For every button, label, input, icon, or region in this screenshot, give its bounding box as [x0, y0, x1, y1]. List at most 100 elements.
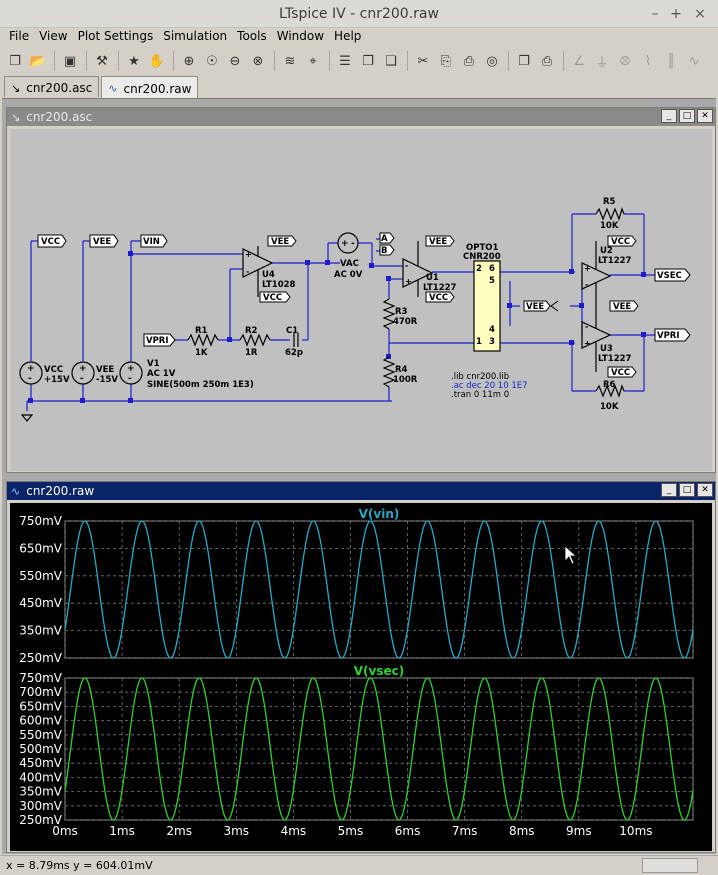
u4-part: LT1028 [262, 280, 296, 290]
find-icon[interactable]: ◎ [486, 53, 498, 69]
x-tick-label: 8ms [509, 824, 535, 838]
y-tick-label: 700mV [19, 685, 63, 699]
opto-pin-5: 5 [489, 276, 495, 286]
menu-file[interactable]: File [9, 29, 30, 43]
x-tick-label: 5ms [338, 824, 364, 838]
waveform-window-titlebar[interactable]: ∿ cnr200.raw [7, 482, 715, 500]
halt-icon[interactable]: ✋ [148, 53, 166, 69]
schematic-icon: ↘ [11, 110, 21, 124]
waveform-minimize-button[interactable]: _ [661, 483, 677, 497]
menu-simulation[interactable]: Simulation [163, 29, 228, 43]
opto-vee-label: VEE [526, 302, 544, 312]
source-polarity: +- +- +- +- [27, 239, 355, 384]
schematic-canvas[interactable]: +- +- +- +- [10, 129, 712, 471]
y-tick-label: 550mV [19, 569, 63, 583]
x-tick-label: 0ms [52, 824, 78, 838]
menu-tools[interactable]: Tools [237, 29, 267, 43]
x-tick-label: 6ms [395, 824, 421, 838]
pan-icon[interactable]: ☉ [206, 53, 218, 69]
opto-name: OPTO1 [466, 243, 498, 253]
svg-text:+: + [341, 239, 349, 249]
toolbar-separator [54, 51, 55, 71]
u1-name: U1 [426, 273, 439, 283]
x-tick-label: 10ms [619, 824, 652, 838]
menu-view[interactable]: View [39, 29, 68, 43]
svg-text:-: - [246, 267, 249, 276]
schematic-window-title: cnr200.asc [26, 110, 93, 124]
vcc-source-name: VCC [44, 365, 63, 375]
plot-pane-frame [64, 520, 694, 659]
print-icon[interactable]: ⎙ [541, 53, 553, 69]
menu-window[interactable]: Window [276, 29, 325, 43]
menu-help[interactable]: Help [334, 29, 362, 43]
svg-text:+: + [584, 339, 591, 348]
schematic-close-button[interactable]: ✕ [697, 109, 713, 123]
u1-vee-label: VEE [429, 237, 447, 247]
close-button[interactable]: × [694, 6, 706, 22]
y-tick-label: 600mV [19, 714, 63, 728]
inductor-icon[interactable]: ∿ [688, 53, 700, 69]
waveform-plot[interactable]: 750mV650mV550mV450mV350mV250mVV(vin)750m… [10, 503, 712, 851]
schematic-restore-button[interactable]: □ [679, 109, 695, 123]
pick-visible-traces-icon[interactable]: ⌖ [309, 53, 317, 69]
x-tick-label: 1ms [109, 824, 135, 838]
y-tick-label: 350mV [19, 785, 63, 799]
ground-icon[interactable]: ⏚ [595, 55, 609, 71]
vee-source-value: -15V [96, 375, 118, 385]
paste-icon[interactable]: ⎙ [463, 53, 475, 69]
status-panel [642, 858, 698, 873]
toolbar-separator [407, 51, 408, 71]
y-tick-label: 400mV [19, 770, 63, 784]
new-schematic-icon[interactable]: ❐ [9, 53, 21, 69]
menu-plot-settings[interactable]: Plot Settings [77, 29, 154, 43]
tran-directive: .tran 0 11m 0 [451, 390, 509, 400]
u2-vcc-label: VCC [611, 237, 630, 247]
waveform-restore-button[interactable]: □ [679, 483, 695, 497]
x-tick-label: 7ms [452, 824, 478, 838]
y-tick-label: 650mV [19, 699, 63, 713]
label-net-icon[interactable]: ⮾ [619, 53, 631, 69]
y-tick-label: 250mV [19, 651, 63, 665]
opto-block [473, 260, 501, 352]
net-label-a: A [381, 234, 388, 244]
control-panel-icon[interactable]: ⚒ [96, 53, 108, 69]
y-tick-label: 750mV [19, 514, 63, 528]
r3-name: R3 [395, 307, 408, 317]
r2-value: 1R [245, 348, 258, 358]
run-icon[interactable]: ★ [128, 53, 140, 69]
cut-icon[interactable]: ✂ [417, 53, 429, 69]
waveform-close-button[interactable]: ✕ [697, 483, 713, 497]
y-tick-label: 550mV [19, 728, 63, 742]
v1-name: V1 [147, 359, 160, 369]
copy-icon[interactable]: ⎘ [440, 53, 452, 69]
open-folder-icon[interactable]: 📂 [29, 53, 47, 69]
schematic-window: ↘ cnr200.asc _ □ ✕ [6, 107, 716, 473]
print-setup-icon[interactable]: ❐ [518, 53, 530, 69]
v1-ac: AC 1V [147, 369, 176, 379]
opto-pin-1: 1 [476, 337, 482, 347]
wire-icon[interactable]: ∠ [573, 53, 585, 69]
zoom-out-icon[interactable]: ⊖ [229, 53, 241, 69]
zoom-cancel-icon[interactable]: ⊗ [252, 53, 264, 69]
tab-label: cnr200.raw [123, 81, 192, 96]
toolbar-separator [508, 51, 509, 71]
schematic-minimize-button[interactable]: _ [661, 109, 677, 123]
svg-text:+: + [27, 364, 35, 374]
cascade-icon[interactable]: ❐ [362, 53, 374, 69]
maximize-button[interactable]: + [670, 6, 682, 22]
tile-vertical-icon[interactable]: ❑ [385, 53, 397, 69]
tab-cnr200-raw[interactable]: ∿ cnr200.raw [101, 76, 199, 98]
y-tick-label: 450mV [19, 756, 63, 770]
zoom-in-icon[interactable]: ⊕ [183, 53, 195, 69]
y-tick-label: 500mV [19, 742, 63, 756]
capacitor-icon[interactable]: ║ [667, 53, 675, 69]
resistor-icon[interactable]: ⌇ [644, 53, 652, 69]
tab-cnr200-asc[interactable]: ↘ cnr200.asc [4, 76, 100, 97]
svg-text:-: - [585, 280, 588, 289]
save-icon[interactable]: ▣ [63, 53, 77, 69]
schematic-window-titlebar[interactable]: ↘ cnr200.asc [7, 108, 715, 126]
autorange-icon[interactable]: ≋ [284, 53, 296, 69]
minimize-button[interactable]: – [651, 6, 659, 22]
tile-horizontal-icon[interactable]: ☰ [339, 53, 351, 69]
